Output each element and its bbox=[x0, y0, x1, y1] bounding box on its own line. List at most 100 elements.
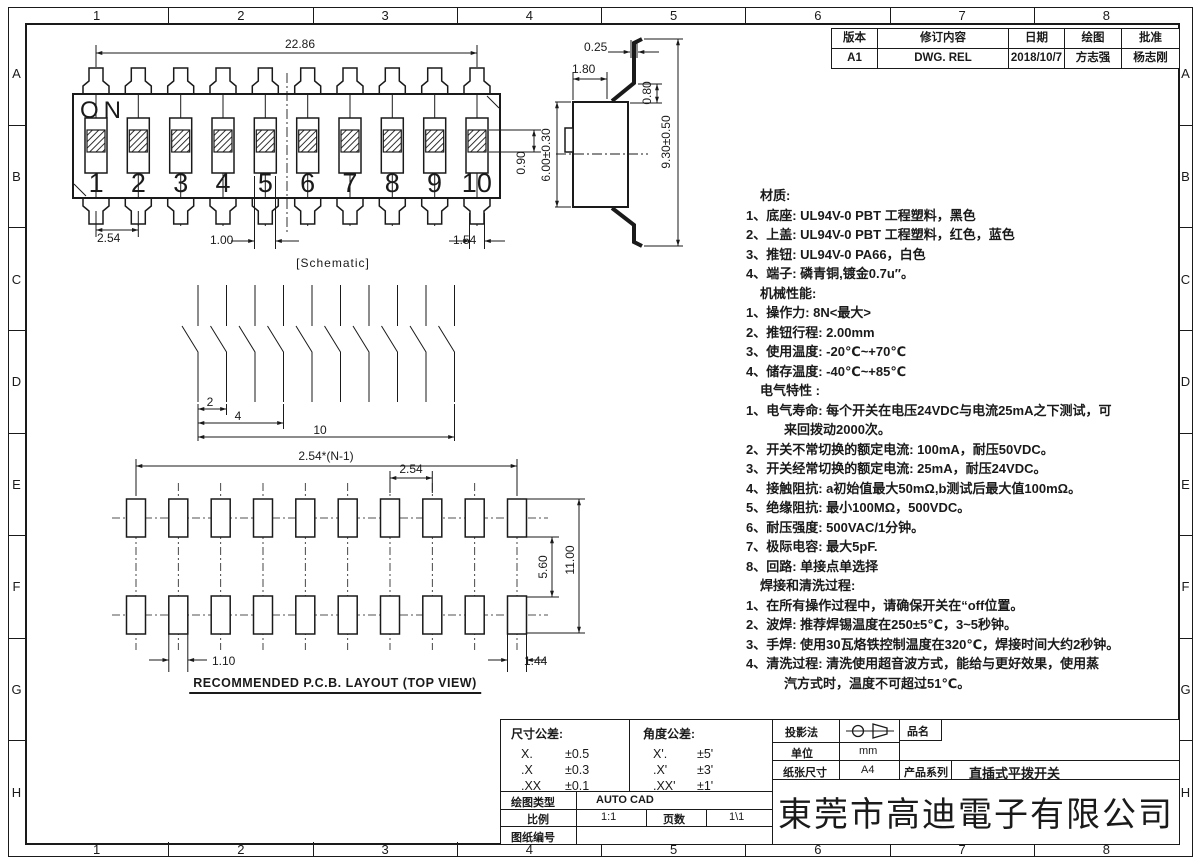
revision-content: DWG. REL bbox=[877, 49, 1008, 68]
spec-text-block: 材质: 1、底座: UL94V-0 PBT 工程塑料，黑色 2、上盖: UL94V-… bbox=[742, 186, 1178, 693]
spec-line: 1、底座: UL94V-0 PBT 工程塑料，黑色 bbox=[746, 207, 976, 223]
grid-row-label: G bbox=[8, 637, 25, 741]
spec-line: 来回拨动2000次。 bbox=[784, 422, 891, 437]
on-marking: ON bbox=[80, 97, 126, 124]
grid-col-label: 2 bbox=[168, 7, 312, 23]
scale-value: 1:1 bbox=[601, 811, 617, 823]
grid-col-label: 2 bbox=[168, 842, 312, 857]
spec-line: 机械性能: bbox=[760, 285, 817, 301]
position-number: 2 bbox=[130, 168, 146, 198]
grid-col-label: 7 bbox=[889, 842, 1034, 857]
pcb-dim-gap: 5.60 bbox=[536, 555, 550, 579]
revision-data-row: A1 DWG. REL 2018/10/7 方志强 杨志刚 bbox=[832, 49, 1179, 68]
spec-line: 焊接和清洗过程: bbox=[760, 578, 856, 593]
spec-line: 4、端子: 磷青铜,镀金0.7u″。 bbox=[746, 266, 915, 281]
revision-header-cell: 修订内容 bbox=[877, 29, 1008, 48]
dim-height-body: 6.00±0.30 bbox=[539, 128, 553, 182]
revision-header-cell: 日期 bbox=[1008, 29, 1064, 48]
third-angle-projection-icon bbox=[846, 723, 894, 739]
pages-value: 1\1 bbox=[729, 811, 745, 823]
grid-col-label: 3 bbox=[312, 7, 457, 23]
tolerance-row: X'.±5' bbox=[653, 747, 714, 761]
revision-header-cell: 绘图 bbox=[1064, 29, 1121, 48]
grid-row-label: H bbox=[1178, 740, 1193, 843]
schematic-linework bbox=[181, 284, 455, 441]
title-block: 投影法 品名 单位 mm 纸张尺寸 A4 产品系列 直插式平拨开关 東莞市高迪電… bbox=[772, 719, 1180, 845]
schematic-dim-c: 10 bbox=[313, 423, 327, 437]
sheet-outer-frame bbox=[8, 7, 1193, 857]
product-series-value: 直插式平拨开关 bbox=[969, 766, 1061, 781]
position-number: 3 bbox=[173, 168, 189, 198]
dim-shoulder: 0.80 bbox=[640, 81, 654, 105]
grid-col-label: 8 bbox=[1033, 842, 1178, 857]
grid-row-label: B bbox=[8, 124, 25, 228]
projection-method-label: 投影法 bbox=[785, 727, 818, 739]
grid-row-label: A bbox=[1181, 66, 1190, 82]
schematic-caption: [Schematic] bbox=[296, 256, 370, 270]
grid-col-label: 7 bbox=[889, 7, 1034, 23]
spec-line: 3、推钮: UL94V-0 PA66，白色 bbox=[746, 246, 926, 262]
pcb-dim-height: 11.00 bbox=[563, 545, 577, 575]
unit-value: mm bbox=[859, 745, 878, 757]
spec-line: 3、手焊: 使用30瓦烙铁控制温度在320℃，焊接时间大约2秒钟。 bbox=[746, 636, 1120, 652]
spec-line: 5、绝缘阻抗: 最小100MΩ，500VDC。 bbox=[746, 500, 971, 515]
grid-row-label: E bbox=[8, 432, 25, 536]
paper-size-value: A4 bbox=[861, 764, 875, 776]
dim-height-total: 9.30±0.50 bbox=[659, 115, 673, 169]
dim-pin-width: 1.54 bbox=[453, 233, 477, 247]
scale-label: 比例 bbox=[527, 814, 549, 826]
dim-pitch: 2.54 bbox=[97, 231, 121, 245]
tolerance-row: .X'±3' bbox=[653, 763, 714, 777]
grid-col-label: 3 bbox=[312, 842, 457, 857]
angle-tolerance-rows: X'.±5'.X'±3'.XX'±1' bbox=[653, 746, 713, 794]
grid-col-label: 5 bbox=[601, 7, 745, 23]
grid-row-label: F bbox=[8, 535, 25, 638]
grid-col-label: 4 bbox=[456, 842, 601, 857]
revision-approved-by: 杨志刚 bbox=[1121, 49, 1179, 68]
position-number: 9 bbox=[427, 168, 443, 198]
spec-line: 8、回路: 单接点单选择 bbox=[746, 558, 879, 574]
grid-row-label: D bbox=[1178, 329, 1193, 433]
spec-line: 电气特性 : bbox=[760, 383, 820, 398]
grid-row-label: A bbox=[12, 66, 21, 82]
grid-row-label: C bbox=[1178, 227, 1193, 330]
position-number: 8 bbox=[384, 168, 400, 198]
revision-version: A1 bbox=[847, 52, 862, 64]
grid-row-label: B bbox=[1178, 124, 1193, 228]
revision-table: 版本修订内容日期绘图批准 A1 DWG. REL 2018/10/7 方志强 杨… bbox=[831, 28, 1180, 69]
spec-line: 4、接触阻抗: a初始值最大50mΩ,b测试后最大值100mΩ。 bbox=[746, 480, 1082, 496]
pages-label: 页数 bbox=[663, 814, 685, 826]
product-series-label: 产品系列 bbox=[904, 767, 948, 779]
draw-type-label: 绘图类型 bbox=[511, 797, 555, 809]
side-view-linework bbox=[555, 37, 683, 248]
tolerance-row: .X±0.3 bbox=[521, 763, 590, 777]
dim-slot-width: 1.00 bbox=[210, 233, 234, 247]
spec-line: 2、波焊: 推荐焊锡温度在250±5℃，3~5秒钟。 bbox=[746, 617, 1018, 632]
tolerance-block: 尺寸公差: X.±0.5.X±0.3.XX±0.1 角度公差: X'.±5' .X… bbox=[500, 719, 774, 845]
revision-header-cell: 版本 bbox=[843, 32, 866, 44]
pcb-layout-caption: RECOMMENDED P.C.B. LAYOUT (TOP VIEW) bbox=[189, 676, 481, 694]
position-number: 1 bbox=[88, 168, 104, 198]
revision-date: 2018/10/7 bbox=[1008, 49, 1064, 68]
dim-top-width: 1.80 bbox=[572, 62, 596, 76]
draw-type-value: AUTO CAD bbox=[596, 794, 654, 806]
spec-line: 1、在所有操作过程中，请确保开关在“off位置。 bbox=[746, 597, 1024, 613]
pcb-dim-overall: 2.54*(N-1) bbox=[298, 449, 354, 463]
grid-col-label: 1 bbox=[93, 841, 101, 857]
pcb-dim-pad-width: 1.10 bbox=[212, 654, 236, 668]
spec-line: 2、上盖: UL94V-0 PBT 工程塑料，红色，蓝色 bbox=[746, 227, 1015, 242]
dim-tolerance-title: 尺寸公差: bbox=[511, 727, 563, 741]
angle-tolerance-title: 角度公差: bbox=[643, 727, 695, 741]
dim-tolerance-rows: X.±0.5.X±0.3.XX±0.1 bbox=[521, 746, 589, 794]
product-name-label: 品名 bbox=[907, 726, 929, 738]
schematic-dim-b: 4 bbox=[234, 409, 242, 423]
company-name: 東莞市高迪電子有限公司 bbox=[778, 797, 1174, 834]
dim-travel: 0.90 bbox=[514, 151, 528, 175]
spec-line: 材质: bbox=[760, 188, 791, 203]
grid-row-label: D bbox=[8, 329, 25, 433]
